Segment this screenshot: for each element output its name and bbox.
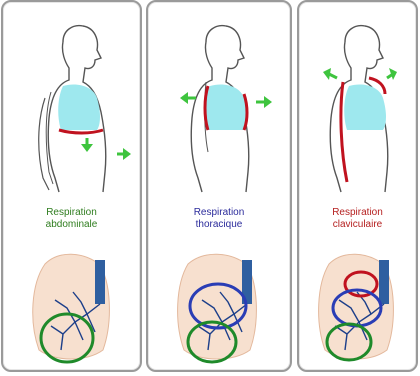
panel-abdominal: Respiration abdominale (1, 0, 142, 372)
panel-thoracic: Respiration thoracique (146, 0, 292, 372)
thoracic-breathing-figure (148, 2, 294, 374)
panel-clavicular: Respiration claviculaire (297, 0, 418, 372)
abdominal-breathing-figure (3, 2, 144, 374)
panel-label: Respiration thoracique (148, 207, 290, 231)
panel-label: Respiration claviculaire (299, 207, 416, 231)
panel-label: Respiration abdominale (3, 207, 140, 231)
clavicular-breathing-figure (299, 2, 420, 374)
